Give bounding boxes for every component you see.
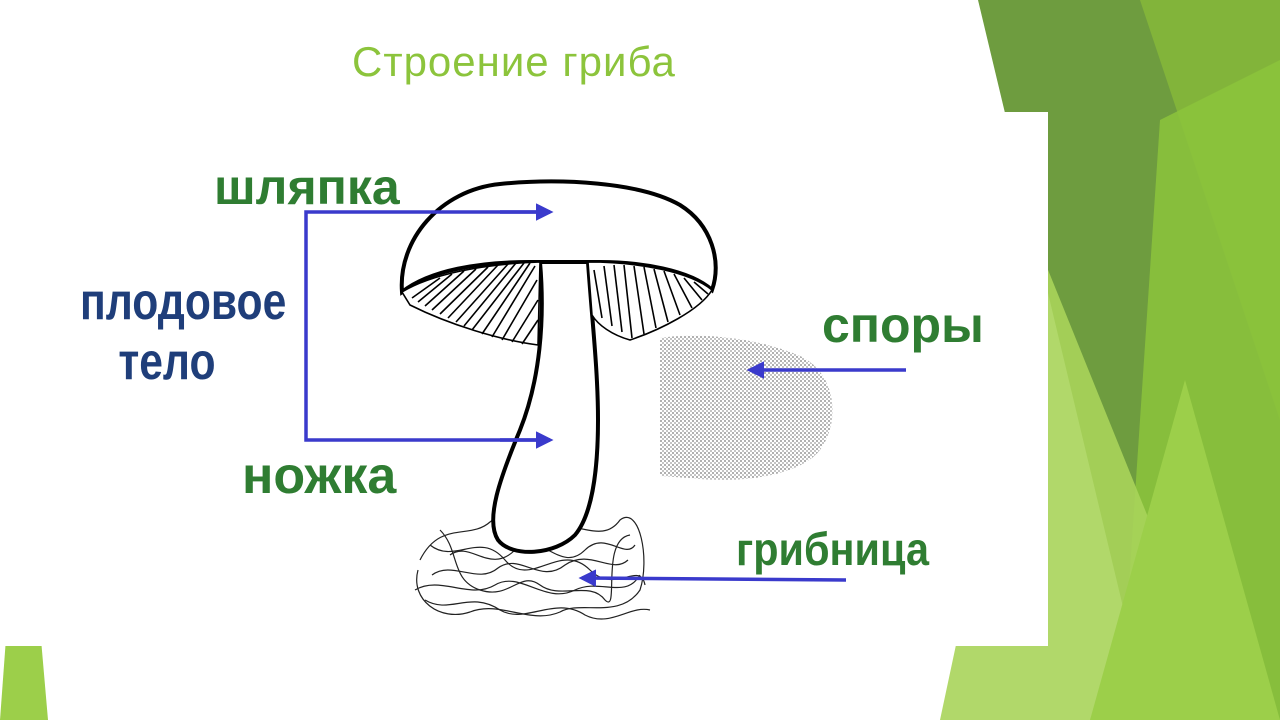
label-cap: шляпка	[214, 159, 400, 215]
stem-outline	[491, 260, 601, 554]
gills-right	[587, 261, 714, 341]
label-mycelium: грибница	[736, 523, 929, 575]
gills-left	[400, 261, 541, 346]
cap-outline	[399, 179, 718, 296]
slide-title: Строение гриба	[352, 38, 676, 85]
label-stem: ножка	[242, 447, 397, 505]
mycelium-tangle	[414, 516, 651, 620]
label-spores: споры	[822, 297, 984, 353]
fruit-body-bracket	[304, 210, 550, 442]
mycelium-arrow	[578, 569, 847, 587]
spores-cloud	[660, 335, 833, 480]
label-fruit-body: плодовое тело	[80, 273, 287, 391]
deco-triangle-front	[1090, 380, 1280, 720]
